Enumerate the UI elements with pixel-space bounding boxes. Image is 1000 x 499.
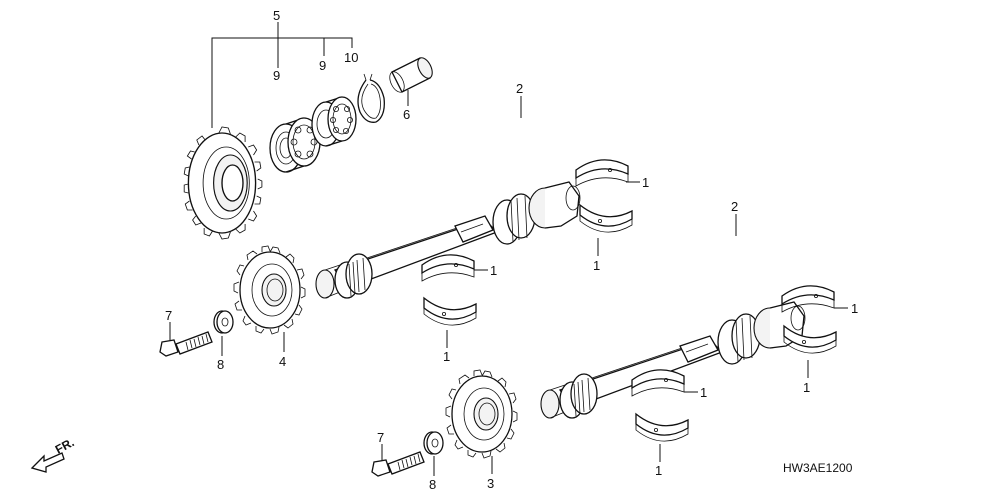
callout-3: 3 [487, 476, 494, 491]
callout-9-right: 9 [319, 58, 326, 73]
shaft-upper [315, 181, 581, 299]
callout-7-lower: 7 [377, 430, 384, 445]
callout-1-b: 1 [593, 258, 600, 273]
callout-4: 4 [279, 354, 286, 369]
callout-8-upper: 8 [217, 357, 224, 372]
callout-1-f: 1 [803, 380, 810, 395]
callout-7-upper: 7 [165, 308, 172, 323]
gear-3 [445, 369, 518, 459]
front-direction-arrow-icon [30, 452, 65, 473]
shaft-lower [540, 301, 806, 419]
washer-8-lower [423, 431, 444, 455]
shell-pair-lower-left [631, 369, 689, 442]
washer-8-upper [213, 310, 234, 334]
bolt-7-lower [371, 451, 425, 477]
bolt-7-upper [159, 331, 213, 357]
leader-5 [211, 37, 353, 128]
large-gear [183, 126, 263, 240]
snap-ring-10 [357, 73, 385, 123]
callout-5: 5 [273, 8, 280, 23]
callout-8-lower: 8 [429, 477, 436, 492]
gear-4 [233, 245, 306, 335]
shell-pair-upper-left [421, 254, 477, 326]
bearing-9-right [311, 96, 357, 147]
callout-2-upper: 2 [516, 81, 523, 96]
dowel-pin-6 [389, 57, 433, 93]
callout-2-lower: 2 [731, 199, 738, 214]
callout-6: 6 [403, 107, 410, 122]
callout-10: 10 [344, 50, 358, 65]
front-direction-label: FR. [53, 435, 77, 456]
callout-1-g: 1 [700, 385, 707, 400]
callout-1-d: 1 [443, 349, 450, 364]
callout-1-a: 1 [642, 175, 649, 190]
shell-pair-upper-right [575, 159, 633, 233]
callout-1-e: 1 [851, 301, 858, 316]
callout-1-h: 1 [655, 463, 662, 478]
callout-9-left: 9 [273, 68, 280, 83]
diagram-code: HW3AE1200 [783, 461, 853, 475]
bearing-9-left [269, 117, 321, 173]
callout-1-c: 1 [490, 263, 497, 278]
